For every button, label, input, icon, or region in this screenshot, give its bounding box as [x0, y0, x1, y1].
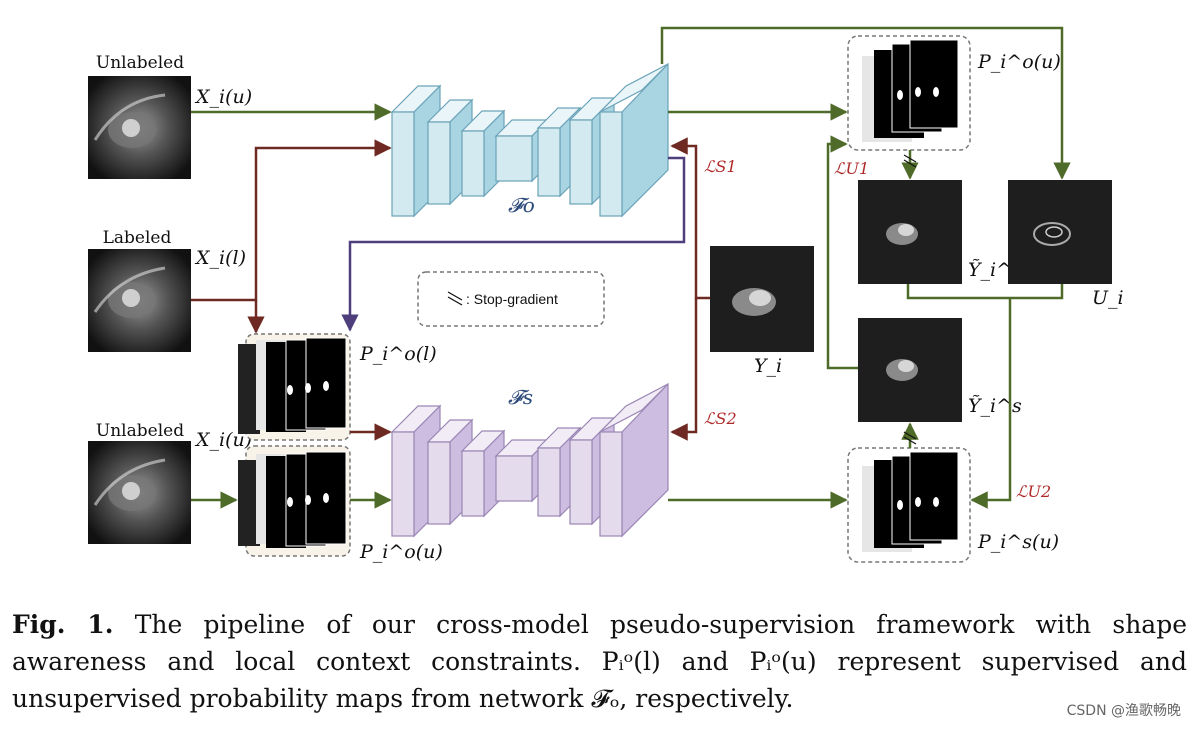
ui-label: U_i — [1092, 287, 1124, 309]
loss-u2-label: ℒU2 — [1016, 482, 1051, 501]
stop-gradient-text: : Stop-gradient — [466, 291, 558, 307]
loss-s2-label: ℒS2 — [704, 409, 737, 428]
yi-tilde-s-label: Ỹ_i^s — [968, 395, 1022, 417]
purple-arrow — [341, 156, 686, 332]
xi-u-bottom-label: X_i(u) — [194, 429, 252, 451]
prob-map-stack-pio-l — [238, 333, 351, 441]
pipeline-diagram: Unlabeled Labeled Unlabeled X_i(u) X_i(l… — [88, 26, 1124, 563]
stop-gradient-icon — [447, 291, 463, 301]
stop-gradient-marks — [903, 154, 917, 445]
pseudo-label-yi-tilde-o-image — [858, 180, 962, 284]
stop-gradient-legend: : Stop-gradient — [417, 271, 605, 327]
f-o-label: 𝓕o — [508, 193, 535, 217]
pseudo-label-yi-tilde-s-image — [858, 318, 962, 422]
loss-s1-label: ℒS1 — [704, 157, 737, 176]
ground-truth-yi-image — [710, 246, 814, 352]
mri-image-unlabeled-bottom — [88, 441, 191, 544]
pio-u-top-label: P_i^o(u) — [977, 51, 1061, 73]
pio-l-label: P_i^o(l) — [359, 343, 437, 365]
unlabeled-bottom-label: Unlabeled — [96, 421, 184, 441]
caption-label: Fig. 1. — [12, 610, 114, 639]
unlabeled-top-label: Unlabeled — [96, 53, 184, 73]
xi-l-label: X_i(l) — [194, 247, 246, 269]
loss-u1-label: ℒU1 — [834, 159, 869, 178]
brown-arrows — [191, 137, 710, 441]
mri-image-unlabeled-top — [88, 76, 191, 179]
labeled-label: Labeled — [103, 228, 172, 248]
network-f-s — [390, 382, 669, 538]
yi-label: Y_i — [754, 355, 782, 377]
f-s-label: 𝓕s — [508, 385, 533, 409]
figure-caption: Fig. 1. The pipeline of our cross-model … — [12, 606, 1187, 717]
xi-u-top-label: X_i(u) — [194, 86, 252, 108]
prob-map-stack-pio-u-bottom — [238, 445, 351, 557]
uncertainty-ui-image — [1008, 180, 1112, 284]
prob-map-stack-pis-u — [847, 447, 971, 563]
caption-text: The pipeline of our cross-model pseudo-s… — [12, 610, 1187, 713]
pis-u-label: P_i^s(u) — [977, 531, 1059, 553]
network-f-o — [390, 62, 669, 218]
prob-map-stack-pio-u-top — [847, 35, 971, 151]
pio-u-bottom-label: P_i^o(u) — [359, 541, 443, 563]
watermark: CSDN @渔歌畅晚 — [1066, 703, 1181, 719]
mri-image-labeled — [88, 249, 191, 352]
